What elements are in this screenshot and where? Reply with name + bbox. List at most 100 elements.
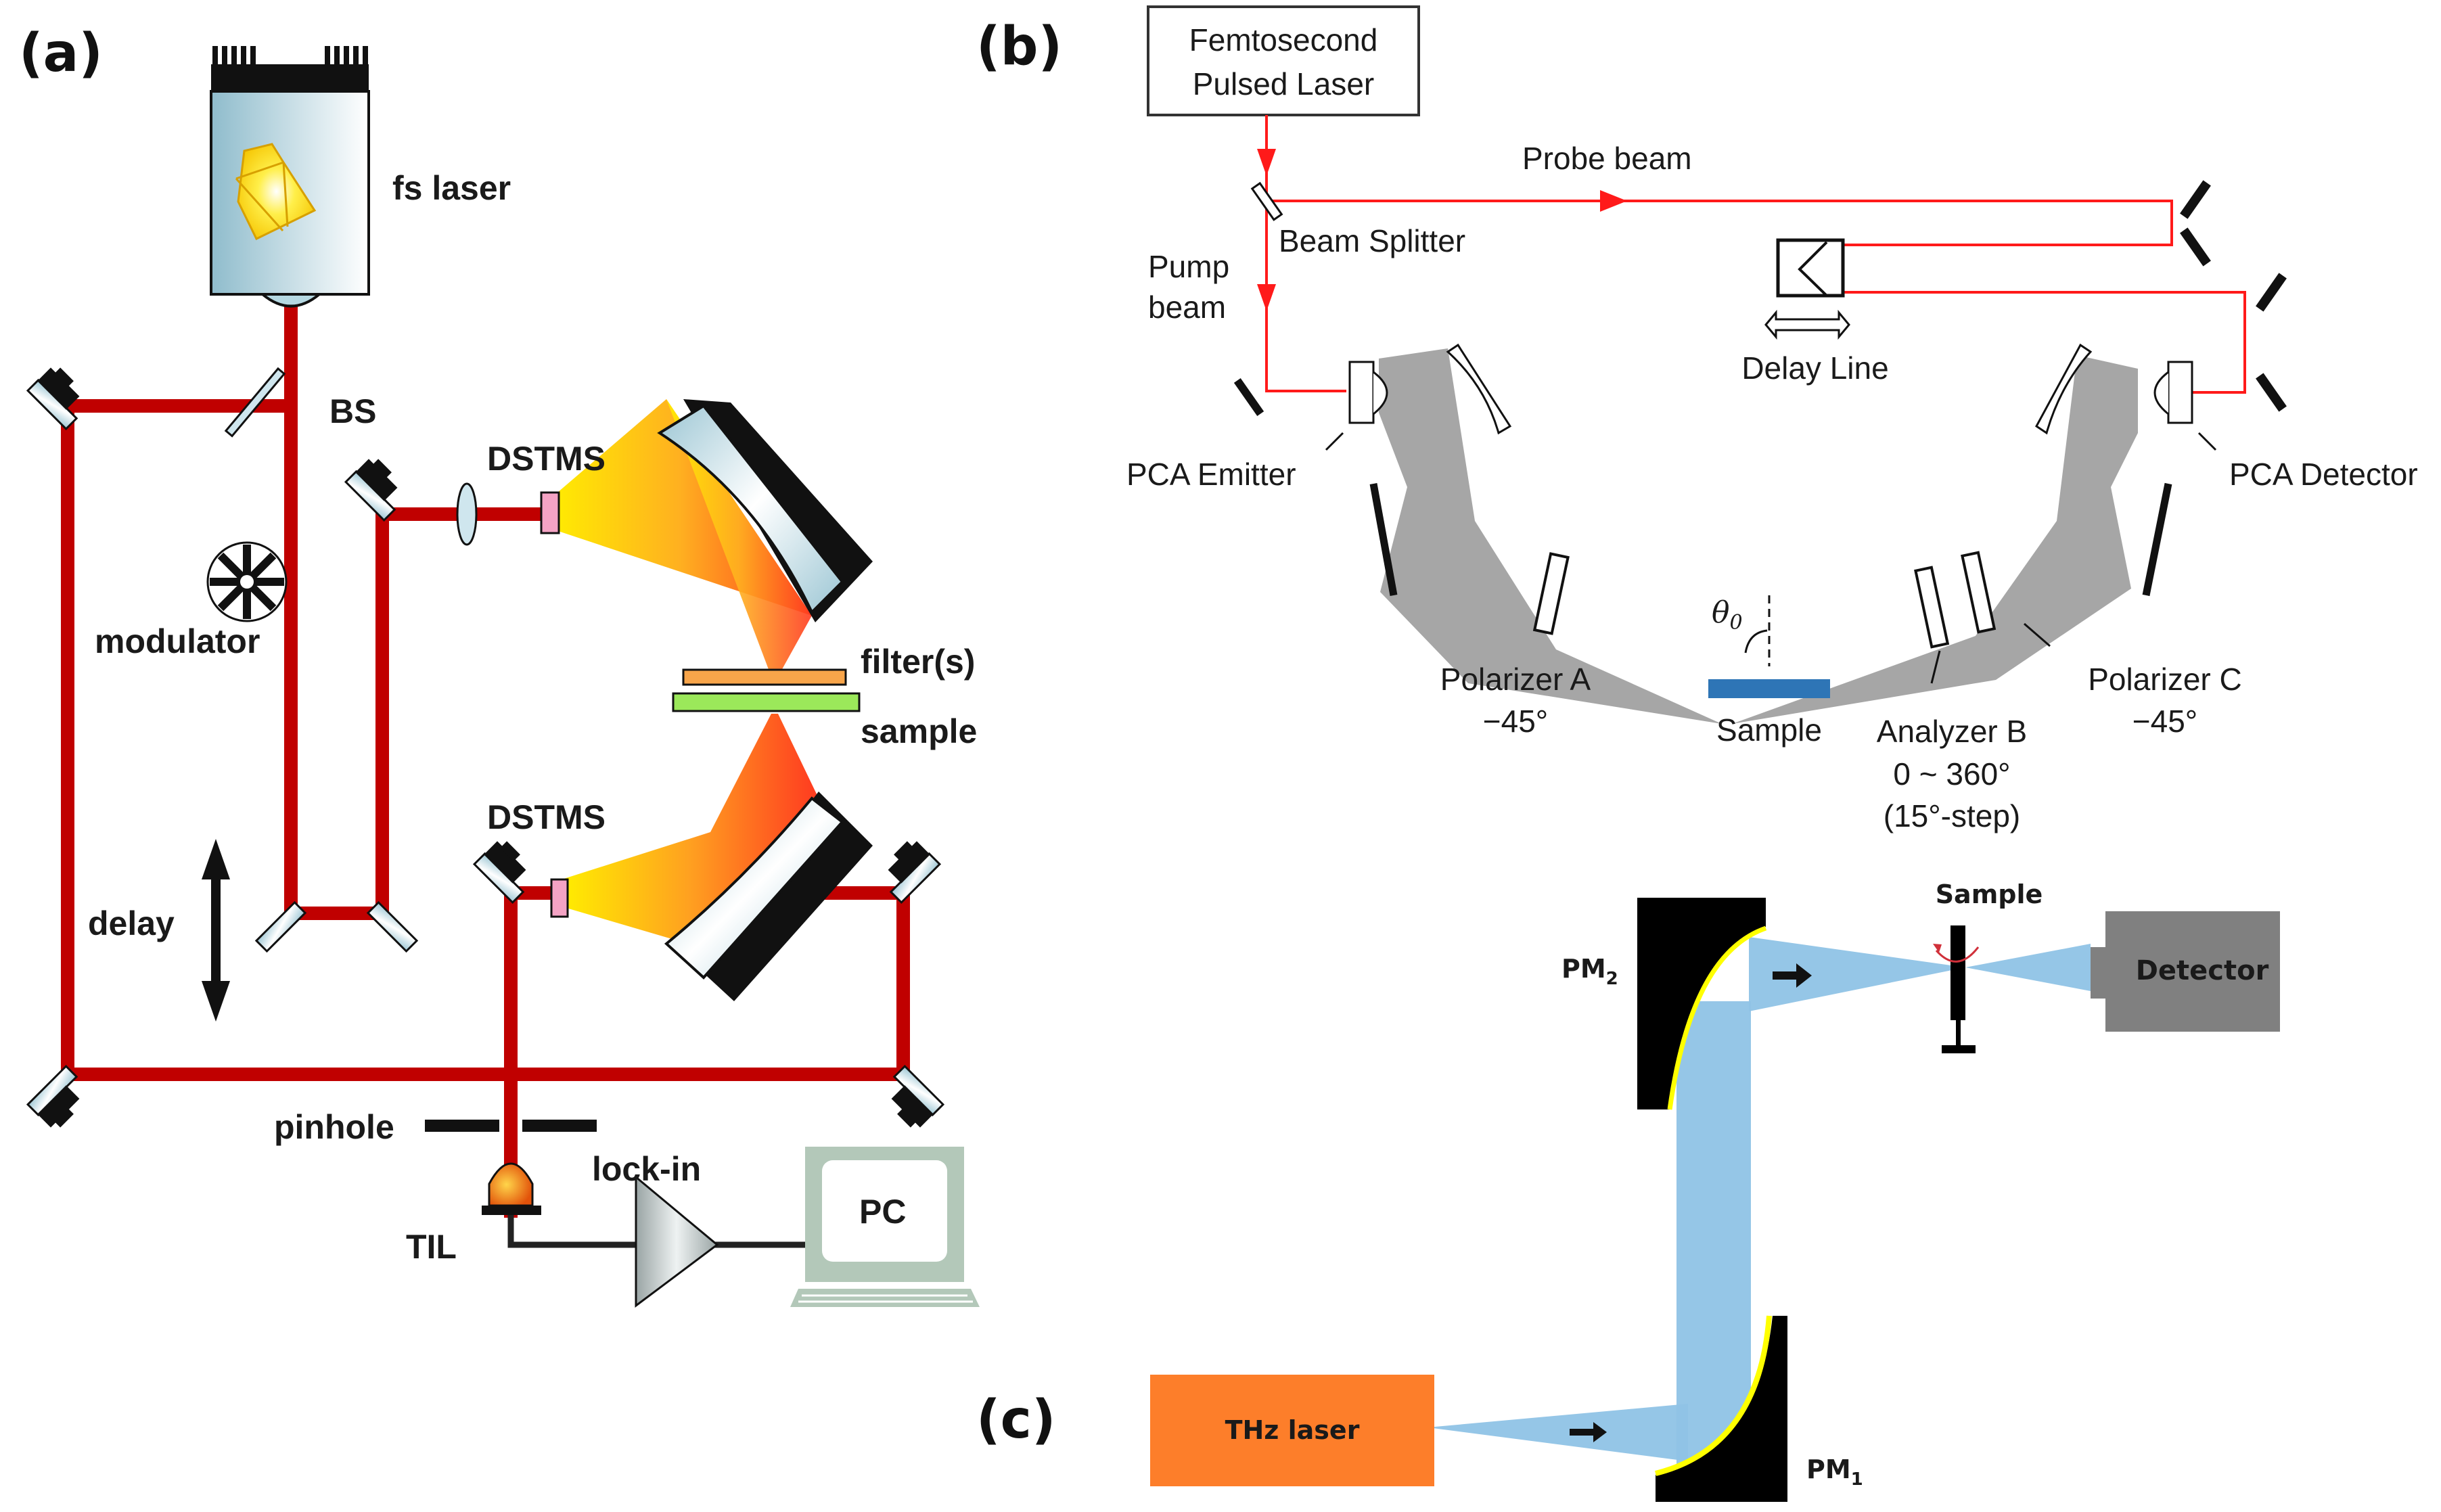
thz-beam-to-sample (1749, 937, 1965, 1011)
lock-in-label: lock-in (592, 1150, 701, 1188)
parabolic-mirror-pm1 (1655, 1315, 1787, 1502)
sample-label-a: sample (861, 712, 977, 750)
laser-box-line1: Femtosecond (1189, 22, 1378, 58)
sample-b-icon (1708, 679, 1830, 698)
mirror-b (1233, 377, 1264, 417)
panel-a-label: (a) (19, 23, 103, 84)
til-detector-icon (488, 1162, 534, 1207)
beam-splitter-a: BS (224, 367, 376, 438)
sample-icon (672, 692, 861, 712)
pm1-subscript: 1 (1851, 1469, 1863, 1490)
flat-mirror (26, 367, 80, 431)
thz-beam-bottom (562, 714, 819, 940)
delay-line-label: Delay Line (1741, 350, 1888, 386)
pca-detector-icon (2153, 361, 2193, 424)
flat-mirror (366, 900, 419, 953)
thz-beam-horizontal (1428, 1404, 1688, 1461)
fs-laser: fs laser (210, 46, 511, 308)
pump-beam-label-1: Pump (1148, 249, 1229, 284)
parabolic-mirror-b (2035, 343, 2093, 435)
polarizer-a-icon (1532, 552, 1570, 635)
dstms-bottom-label: DSTMS (487, 798, 606, 836)
panel-c: (c) THz laser PM1 PM2 (976, 879, 2280, 1502)
flat-mirror-b (2142, 482, 2172, 597)
filter-icon (682, 668, 847, 686)
dstms-detector-crystal (550, 878, 569, 918)
mirror-b (2256, 273, 2287, 312)
parabolic-mirror-pm2 (1637, 898, 1767, 1110)
beam-arrow-right-icon (1600, 190, 1627, 212)
sample-stand (1956, 1020, 1961, 1047)
til-base (482, 1206, 541, 1215)
pm1-label: PM1 (1806, 1454, 1863, 1490)
thz-laser-label: THz laser (1225, 1415, 1360, 1445)
beam-arrow-down-icon (1257, 284, 1276, 311)
theta-subscript: 0 (1730, 611, 1743, 635)
til-label: TIL (406, 1228, 457, 1266)
bs-label: BS (329, 392, 376, 430)
thz-laser-box (1150, 1375, 1434, 1486)
lock-in-amplifier-icon (635, 1174, 719, 1308)
pointer-arrow-icon (2024, 622, 2051, 647)
theta-symbol: θ0 (1712, 595, 1743, 635)
delay-label: delay (88, 904, 175, 942)
beam-splitter-label: Beam Splitter (1279, 223, 1465, 258)
delay-line-retroreflector-icon[interactable] (1776, 238, 1845, 298)
lens-icon (456, 482, 478, 546)
theta-letter: θ (1712, 595, 1730, 630)
pca-emitter-label: PCA Emitter (1126, 457, 1296, 492)
detector-label: Detector (2136, 955, 2269, 986)
flat-mirror (472, 841, 526, 904)
sample-c-icon (1950, 925, 1965, 1020)
polarizer-a-label: Polarizer A (1440, 662, 1591, 697)
flat-mirror (891, 1064, 945, 1128)
beam-splitter-b (1250, 181, 1283, 221)
detector-window (2091, 947, 2105, 999)
rotation-arrowhead (1933, 944, 1942, 953)
femtosecond-laser-box (1147, 5, 1420, 116)
thz-beam-to-detector (1965, 944, 2091, 991)
delay-double-arrow-icon[interactable] (202, 839, 230, 1022)
flat-mirror (26, 1064, 80, 1128)
direction-arrow-icon (1570, 1422, 1607, 1442)
pc-computer-icon[interactable]: PC (790, 1147, 980, 1307)
pm1-name: PM (1806, 1454, 1851, 1484)
pointer-arrow-icon (1325, 432, 1344, 451)
sample-b-label: Sample (1716, 712, 1822, 748)
polarizer-c-label: Polarizer C (2088, 662, 2242, 697)
panel-b-label: (b) (976, 16, 1062, 77)
analyzer-b-icon (1914, 566, 1950, 649)
thz-beam-vertical (1676, 1001, 1751, 1475)
pm2-name: PM (1561, 954, 1606, 984)
rotation-arrow-icon (1935, 946, 1980, 963)
thz-beam-focus-top (666, 399, 812, 677)
modulator-chopper-icon: modulator (95, 541, 288, 660)
polarizer-c-angle: −45° (2132, 704, 2197, 739)
pinhole-right-blade (522, 1120, 597, 1132)
panel-a: (a) (19, 23, 980, 1308)
parabolic-mirror-top (657, 399, 873, 622)
pm2-label: PM2 (1561, 954, 1618, 989)
signal-wire (507, 1215, 639, 1248)
polarizer-c-icon (1961, 551, 1997, 634)
pointer-arrow-icon (2197, 432, 2217, 451)
dstms-top-label: DSTMS (487, 440, 606, 478)
beam-arrow-down-icon (1257, 149, 1276, 176)
panel-b: (b) Femtosecond Pulsed Laser Probe beam … (976, 5, 2418, 833)
sample-c-label: Sample (1936, 879, 2043, 909)
gain-crystal-icon (235, 143, 317, 241)
modulator-label: modulator (95, 622, 260, 660)
pc-label: PC (859, 1193, 906, 1231)
fs-laser-label: fs laser (392, 169, 511, 207)
parabolic-mirror-bottom (664, 792, 873, 1001)
panel-c-label: (c) (976, 1390, 1056, 1450)
flat-mirror (254, 900, 307, 953)
polarizer-a-angle: −45° (1483, 704, 1548, 739)
probe-beam-label: Probe beam (1522, 141, 1692, 176)
mirror-b (2180, 180, 2211, 219)
thz-beam-emitter-side (1379, 348, 1722, 724)
flat-mirror (888, 841, 942, 904)
analyzer-b-label: Analyzer B (1877, 714, 2027, 749)
detector-box (2124, 911, 2280, 1032)
analyzer-b-step: (15°-step) (1884, 798, 2020, 833)
